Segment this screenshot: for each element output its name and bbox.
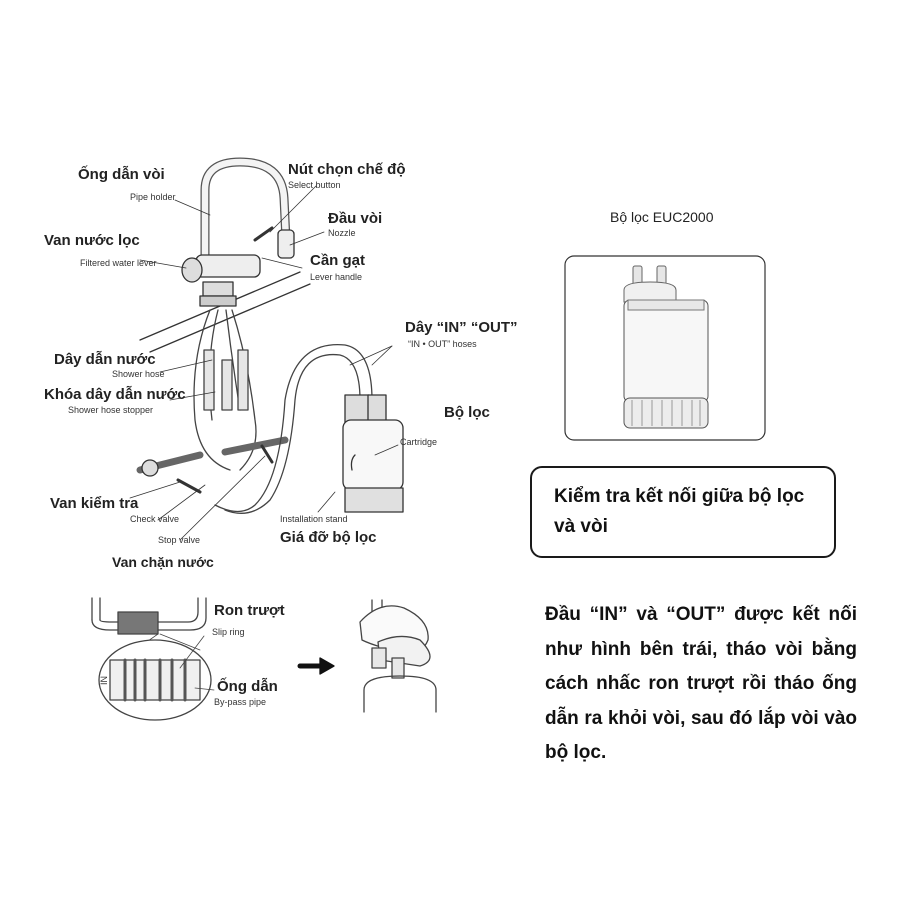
in-out-hoses-label: Dây “IN” “OUT” bbox=[405, 319, 518, 336]
stand-label: Giá đỡ bộ lọc bbox=[280, 529, 377, 546]
shower-hose-label: Dây dẫn nước bbox=[54, 351, 156, 368]
slip-ring-label-en: Slip ring bbox=[212, 627, 245, 637]
hose-stopper-label-en: Shower hose stopper bbox=[68, 405, 154, 415]
in-out-hoses-label-en: “IN • OUT” hoses bbox=[408, 339, 477, 349]
stand-label-en: Installation stand bbox=[280, 514, 348, 524]
filtered-lever-label: Van nước lọc bbox=[44, 232, 140, 249]
arrow-icon bbox=[297, 657, 335, 675]
lever-handle-label: Cần gạt bbox=[310, 252, 366, 269]
faucet bbox=[181, 157, 295, 307]
bypass-pipe-label-en: By-pass pipe bbox=[214, 697, 267, 707]
check-valve-label-en: Check valve bbox=[130, 514, 180, 524]
hand-attach-illustration bbox=[359, 599, 437, 713]
check-valve-label: Van kiểm tra bbox=[50, 495, 139, 512]
stop-valves bbox=[136, 436, 289, 494]
cartridge-drawing bbox=[342, 394, 404, 513]
slip-ring-label: Ron trượt bbox=[214, 602, 285, 619]
connection-note-box: Kiểm tra kết nối giữa bộ lọc và vòi bbox=[530, 466, 836, 558]
product-panel bbox=[564, 255, 766, 441]
instruction-paragraph: Đầu “IN” và “OUT” được kết nối như hình … bbox=[545, 604, 857, 763]
slip-ring-detail bbox=[91, 597, 215, 721]
lever-handle-label-en: Lever handle bbox=[310, 272, 363, 282]
product-title: Bộ lọc EUC2000 bbox=[610, 209, 714, 225]
filter-label: Bộ lọc bbox=[444, 404, 490, 421]
in-out-hoses bbox=[214, 343, 373, 514]
bypass-pipe-label: Ống dẫn bbox=[217, 678, 278, 695]
select-button-label-en: Select button bbox=[288, 180, 341, 190]
shower-hose-label-en: Shower hose bbox=[112, 369, 165, 379]
in-mark: IN bbox=[99, 676, 109, 685]
pipe-holder-label-en: Pipe holder bbox=[130, 192, 176, 202]
hose-stopper-label: Khóa dây dẫn nước bbox=[44, 386, 186, 403]
leader-lines bbox=[129, 185, 399, 541]
stop-valve-label-en: Stop valve bbox=[158, 535, 201, 545]
shower-hoses bbox=[193, 309, 257, 471]
nozzle-label-en: Nozzle bbox=[328, 228, 356, 238]
pipe-holder-label: Ống dẫn vòi bbox=[78, 166, 165, 183]
cartridge-label-en: Cartridge bbox=[400, 437, 438, 447]
filter-cartridge-image bbox=[623, 265, 709, 429]
nozzle-label: Đầu vòi bbox=[328, 210, 383, 227]
filtered-lever-label-en: Filtered water lever bbox=[80, 258, 157, 268]
stop-valve-label: Van chặn nước bbox=[112, 554, 214, 570]
select-button-label: Nút chọn chế độ bbox=[288, 161, 406, 178]
